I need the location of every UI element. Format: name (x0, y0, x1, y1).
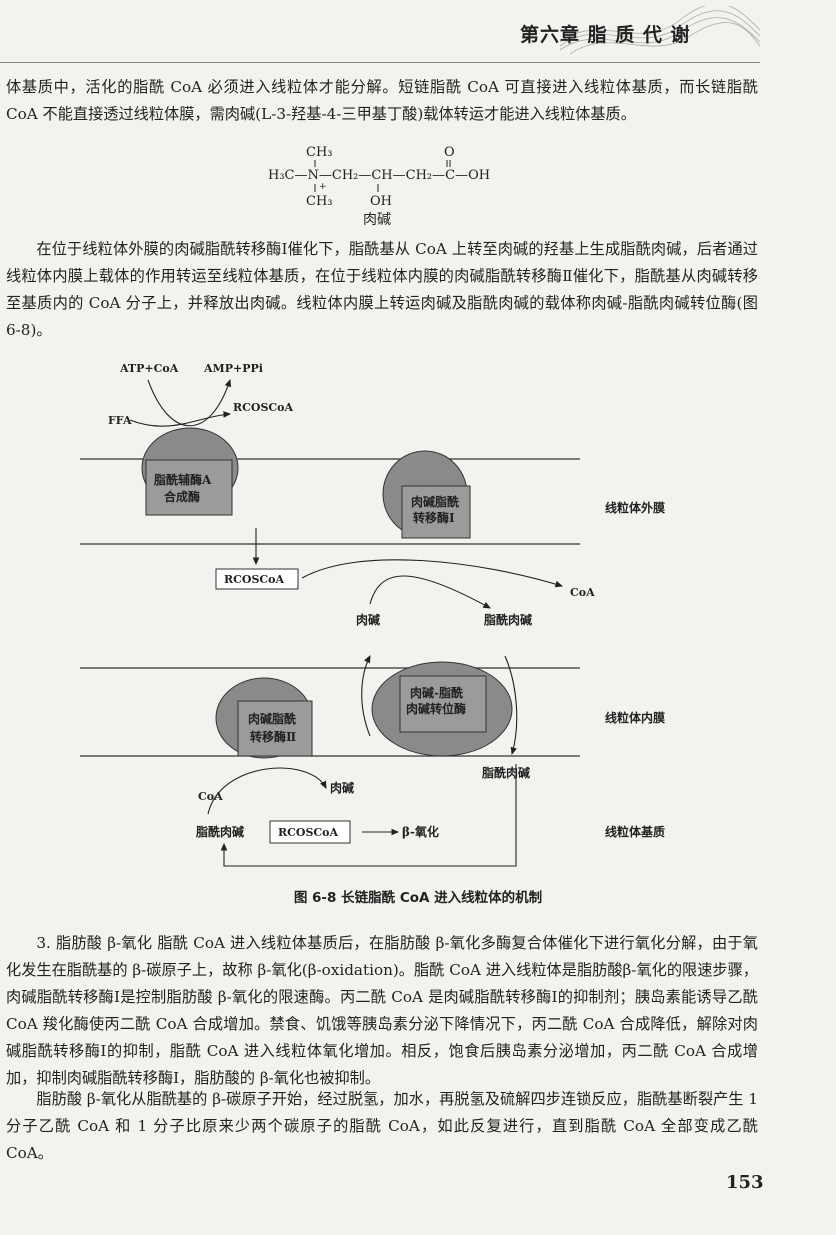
label-coa-low: CoA (198, 790, 223, 803)
label-beta-oxidation: β-氧化 (402, 824, 439, 839)
label-inner-membrane: 线粒体内膜 (605, 710, 665, 725)
rcoscoa-box-mid (215, 568, 299, 590)
atp-amp-arrow (147, 378, 232, 427)
label-rcoscoa-mid: RCOSCoA (224, 573, 285, 586)
cat1-label-2: 转移酶Ⅰ (413, 510, 455, 525)
carnitine-out-arrow (361, 655, 371, 737)
translocase-box (399, 675, 487, 733)
label-acylcarnitine-mid: 脂酰肉碱 (483, 612, 532, 627)
synthetase-box (145, 459, 233, 516)
label-rcoscoa-top: RCOSCoA (233, 401, 294, 414)
final-paragraph: 脂肪酸 β-氧化从脂酰基的 β-碳原子开始，经过脱氢，加水，再脱氢及硫解四步连锁… (6, 1090, 758, 1162)
ffa-rcoscoa-arrow (129, 411, 232, 427)
acylcarnitine-in-arrow (504, 655, 518, 756)
label-carnitine-mid: 肉碱 (356, 612, 380, 627)
label-ffa: FFA (108, 414, 132, 427)
formula-ch3-bottom: CH₃ (306, 194, 333, 209)
label-amp-ppi: AMP+PPi (203, 362, 263, 375)
label-matrix: 线粒体基质 (605, 824, 665, 839)
label-outer-membrane: 线粒体外膜 (605, 500, 665, 515)
label-atp-coa: ATP+CoA (119, 362, 179, 375)
header-decoration (560, 6, 760, 55)
carnitine-acyl-arrow (369, 575, 491, 609)
synthetase-label-2: 合成酶 (164, 489, 200, 504)
translocase-label-1: 肉碱-脂酰 (410, 685, 463, 700)
cat1-label-1: 肉碱脂酰 (411, 494, 459, 509)
page-number: 153 (726, 1172, 764, 1193)
formula-ch3-top: CH₃ (306, 145, 333, 160)
matrix-arc-arrow (207, 767, 327, 815)
section3-paragraph: 3. 脂肪酸 β-氧化 脂酰 CoA 进入线粒体基质后，在脂肪酸 β-氧化多酶复… (6, 934, 758, 1087)
formula-oxygen: O (444, 145, 455, 160)
figure-6-8: ATP+CoA AMP+PPi FFA RCOSCoA 脂酰辅酶A 合成酶 肉碱… (80, 362, 665, 867)
translocase-label-2: 肉碱转位酶 (406, 701, 466, 716)
label-coa-mid: CoA (570, 586, 595, 599)
transfer-paragraph: 在位于线粒体外膜的肉碱脂酰转移酶Ⅰ催化下，脂酰基从 CoA 上转至肉碱的羟基上生… (6, 240, 758, 339)
formula-oh: OH (370, 194, 392, 209)
cat1-box (401, 485, 471, 539)
header-rule (0, 62, 760, 63)
carnitine-formula: CH₃ O H₃C—N—CH₂—CH—CH₂—C—OH + CH₃ OH (268, 145, 490, 209)
label-acylcarnitine-matrix: 脂酰肉碱 (195, 824, 244, 839)
formula-main-chain: H₃C—N—CH₂—CH—CH₂—C—OH (268, 168, 490, 183)
cat2-box (237, 700, 313, 757)
figure-caption: 图 6-8 长链脂酰 CoA 进入线粒体的机制 (293, 890, 543, 906)
cat2-label-2: 转移酶Ⅱ (250, 729, 296, 744)
intro-paragraph: 体基质中，活化的脂酰 CoA 必须进入线粒体才能分解。短链脂酰 CoA 可直接进… (6, 78, 758, 123)
rcoscoa-box-low (269, 820, 351, 844)
page-header: 第六章 脂 质 代 谢 (0, 0, 836, 64)
formula-name: 肉碱 (363, 212, 391, 228)
synthetase-label-1: 脂酰辅酶A (153, 472, 212, 487)
chapter-title: 第六章 脂 质 代 谢 (520, 24, 691, 46)
label-acylcarnitine-low: 脂酰肉碱 (481, 765, 530, 780)
rcoscoa-coa-arrow (301, 559, 564, 588)
label-rcoscoa-low: RCOSCoA (278, 826, 339, 839)
cat2-label-1: 肉碱脂酰 (248, 711, 296, 726)
label-carnitine-low: 肉碱 (330, 780, 354, 795)
return-path-arrow (220, 764, 517, 867)
formula-plus: + (319, 182, 327, 192)
